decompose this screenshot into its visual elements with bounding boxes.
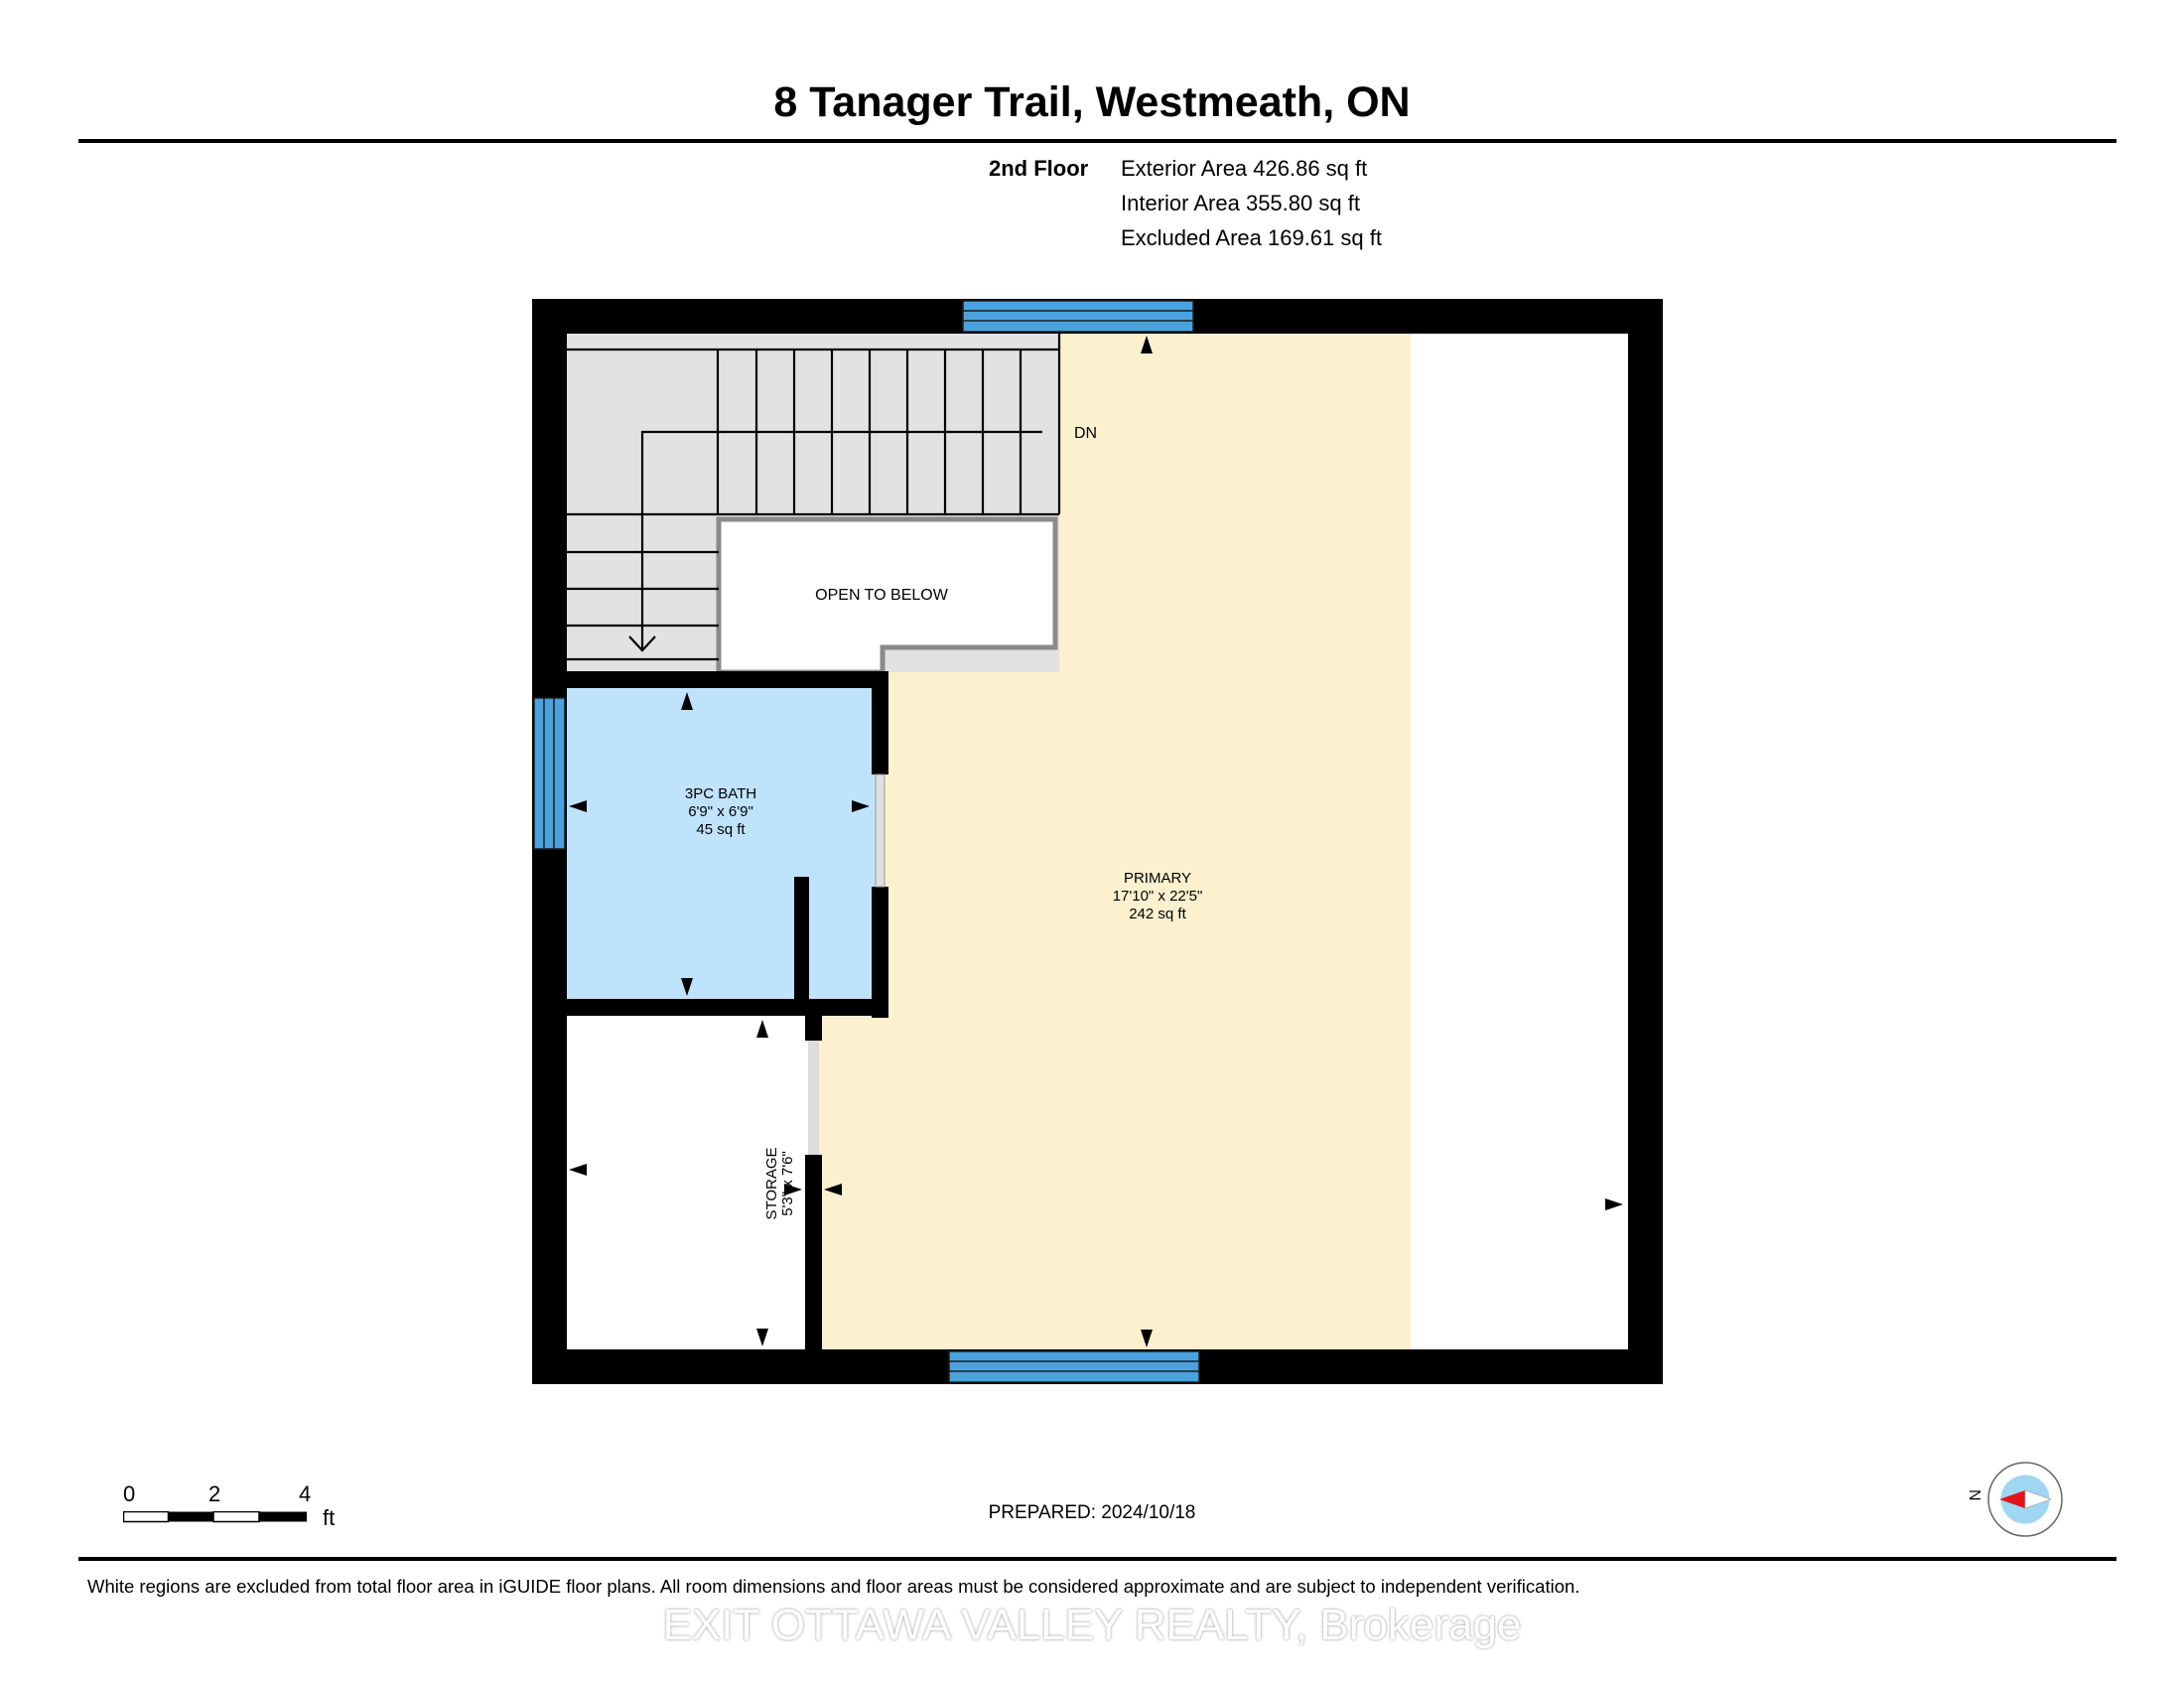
dimension-markers [569, 336, 1623, 1347]
storage-room-dims: 5'3" x 7'6" [779, 1151, 796, 1216]
address-title: 8 Tanager Trail, Westmeath, ON [773, 78, 1411, 126]
excluded-area: Excluded Area 169.61 sq ft [1121, 225, 1382, 250]
storage-door-opening [808, 1041, 819, 1155]
prepared-date: PREPARED: 2024/10/18 [988, 1502, 1196, 1523]
windows [533, 300, 1200, 1383]
stair-treads [566, 333, 1061, 661]
brokerage-watermark: EXIT OTTAWA VALLEY REALTY, Brokerage [662, 1601, 1522, 1649]
primary-room-area: 242 sq ft [1129, 906, 1186, 922]
primary-room-name: PRIMARY [1124, 870, 1191, 887]
bath-room-fill [566, 688, 877, 999]
disclaimer-text: White regions are excluded from total fl… [87, 1576, 1580, 1597]
bath-door-opening [875, 774, 886, 888]
header-rule [78, 139, 2116, 143]
bath-room-area: 45 sq ft [696, 821, 746, 838]
exterior-area: Exterior Area 426.86 sq ft [1121, 156, 1368, 181]
scale-tick-4: 4 [299, 1481, 312, 1506]
storage-room-name: STORAGE [763, 1147, 780, 1219]
scale-tick-0: 0 [123, 1481, 136, 1506]
open-area-fill [1411, 333, 1629, 1350]
scale-bar [123, 1511, 307, 1523]
compass-north-label: N [1966, 1489, 1982, 1501]
footer-rule [78, 1557, 2116, 1561]
scale-tick-2: 2 [208, 1481, 221, 1506]
compass-icon: N [1966, 1462, 2063, 1537]
scale-unit: ft [323, 1505, 336, 1530]
bath-room-dims: 6'9" x 6'9" [688, 803, 753, 820]
floor-name: 2nd Floor [989, 156, 1089, 181]
primary-room-dims: 17'10" x 22'5" [1113, 888, 1203, 905]
bath-room-name: 3PC BATH [685, 785, 756, 802]
interior-area: Interior Area 355.80 sq ft [1121, 191, 1360, 215]
storage-room-fill [566, 1007, 807, 1350]
open-to-below-label: OPEN TO BELOW [815, 587, 949, 604]
stairs-dn-label: DN [1074, 425, 1097, 442]
